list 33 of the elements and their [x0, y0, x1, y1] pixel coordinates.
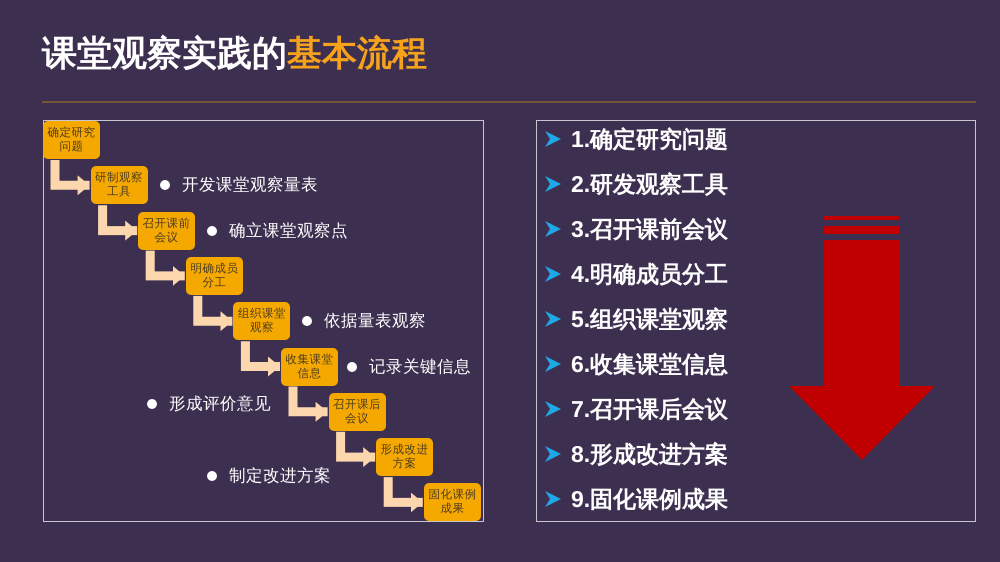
step-item: 3.召开课前会议 — [571, 215, 728, 244]
process-box: 形成改进方案 — [376, 438, 434, 476]
process-box: 召开课后会议 — [328, 392, 386, 431]
process-box: 组织课堂观察 — [233, 302, 290, 340]
process-box: 固化课例成果 — [424, 483, 481, 522]
bullet-text: 形成评价意见 — [145, 393, 271, 415]
process-box: 明确成员分工 — [186, 256, 243, 295]
process-box: 召开课前会议 — [138, 212, 196, 250]
slide-title: 课堂观察实践的基本流程 — [42, 33, 427, 75]
step-item: 2.研发观察工具 — [571, 170, 728, 199]
elbow-arrow — [50, 160, 90, 196]
bullet-text: 制定改进方案 — [205, 465, 331, 487]
step-item: 1.确定研究问题 — [571, 125, 728, 154]
elbow-arrow — [98, 205, 138, 241]
elbow-arrow — [240, 341, 280, 376]
bullet-text: 确立课堂观察点 — [205, 220, 348, 242]
process-box: 收集课堂信息 — [281, 348, 338, 386]
process-box: 研制观察工具 — [90, 166, 148, 204]
step-item: 5.组织课堂观察 — [571, 305, 728, 334]
process-box: 确定研究问题 — [43, 121, 100, 159]
step-item: 4.明确成员分工 — [571, 260, 728, 289]
step-item: 7.召开课后会议 — [571, 395, 728, 424]
bullet-text: 依据量表观察 — [300, 310, 426, 332]
elbow-arrow — [288, 386, 328, 422]
elbow-arrow — [336, 432, 376, 468]
step-item: 6.收集课堂信息 — [571, 350, 728, 379]
step-item: 9.固化课例成果 — [571, 485, 728, 514]
step-item: 8.形成改进方案 — [571, 440, 728, 469]
elbow-arrow — [193, 296, 232, 332]
elbow-arrow — [146, 250, 185, 286]
elbow-arrow — [384, 477, 423, 512]
bullet-text: 记录关键信息 — [345, 356, 471, 378]
bullet-text: 开发课堂观察量表 — [158, 174, 318, 196]
